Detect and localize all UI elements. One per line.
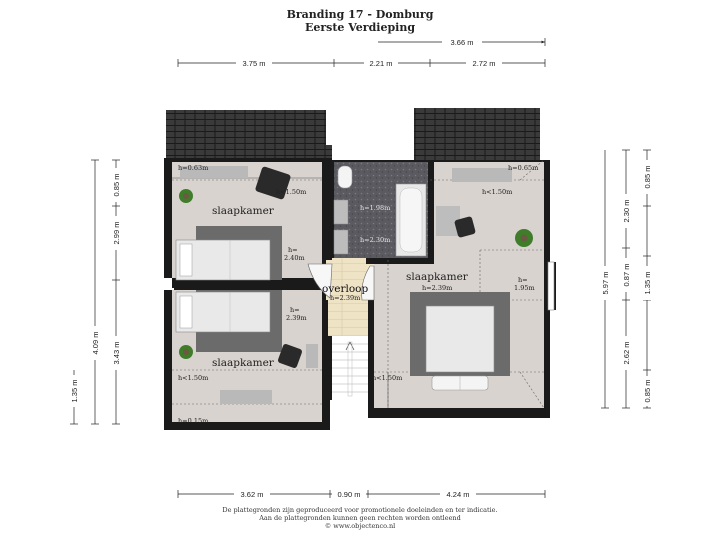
dim-bottom-1: 3.62 m [241, 490, 264, 499]
sink [333, 229, 349, 255]
dim-left-outer: 4.09 m [91, 332, 100, 355]
height-label: 2.40m [284, 254, 305, 262]
room-label-bedroom-top-left: slaapkamer [212, 205, 275, 217]
dim-right-5: 2.62 m [622, 342, 631, 365]
height-label: h=0.65m [508, 164, 538, 172]
height-label: h=2.30m [360, 236, 390, 244]
dim-right-2: 2.30 m [622, 200, 631, 223]
height-label: h<1.50m [372, 374, 402, 382]
roof-tiles [414, 108, 540, 160]
dim-left-inner-2: 2.99 m [112, 222, 121, 245]
sink [333, 199, 349, 225]
copyright-link[interactable]: © www.objectenco.nl [324, 522, 396, 530]
dim-left-inner-3: 3.43 m [112, 342, 121, 365]
dim-left-small: 1.35 m [70, 380, 79, 403]
dim-top-3: 2.72 m [473, 59, 496, 68]
dim-left-inner-1: 0.85 m [112, 174, 121, 197]
plan-title: Branding 17 - Domburg [286, 8, 434, 21]
height-label: h<1.50m [178, 374, 208, 382]
height-label: h=2.39m [330, 294, 360, 302]
room-label-bedroom-right: slaapkamer [406, 271, 469, 283]
height-label: h=2.39m [422, 284, 452, 292]
room-label-bedroom-bottom-left: slaapkamer [212, 357, 275, 369]
height-label: h=0.63m [178, 164, 208, 172]
height-label: h= [518, 276, 528, 284]
cabinet [452, 168, 512, 182]
height-label: h= [288, 246, 298, 254]
height-label: h=1.98m [360, 204, 390, 212]
dim-right-3: 0.87 m [622, 264, 631, 287]
plan-subtitle: Eerste Verdieping [304, 21, 416, 34]
height-label: 1.95m [514, 284, 535, 292]
dim-top-2: 2.21 m [370, 59, 393, 68]
bed-mattress [425, 305, 495, 373]
cabinet [180, 166, 248, 178]
height-label: h<1.50m [482, 188, 512, 196]
office-chair [278, 344, 302, 368]
dim-right-total: 5.97 m [601, 272, 610, 295]
dim-top-overall: 3.66 m [451, 38, 474, 47]
dim-bottom-3: 4.24 m [447, 490, 470, 499]
roof-tiles [166, 110, 326, 160]
dim-right-4: 1.35 m [643, 272, 652, 295]
office-chair [454, 216, 476, 238]
disclaimer-line-1: De plattegronden zijn geproduceerd voor … [222, 506, 498, 514]
armchair [255, 166, 291, 200]
disclaimer-line-2: Aan de plattegronden kunnen geen rechten… [259, 514, 461, 522]
dim-bottom-2: 0.90 m [338, 490, 361, 499]
height-label: 2.39m [286, 314, 307, 322]
dim-right-6: 0.85 m [643, 380, 652, 403]
desk [220, 390, 272, 404]
dim-right-1: 0.85 m [643, 166, 652, 189]
door-swing [307, 263, 333, 299]
dim-top-1: 3.75 m [243, 59, 266, 68]
height-label: h= [290, 306, 300, 314]
door-swing [361, 265, 375, 301]
height-label: h=0.15m [178, 417, 208, 425]
toilet [337, 165, 353, 189]
room-label-landing: overloop [322, 283, 368, 295]
height-label: h<1.50m [276, 188, 306, 196]
